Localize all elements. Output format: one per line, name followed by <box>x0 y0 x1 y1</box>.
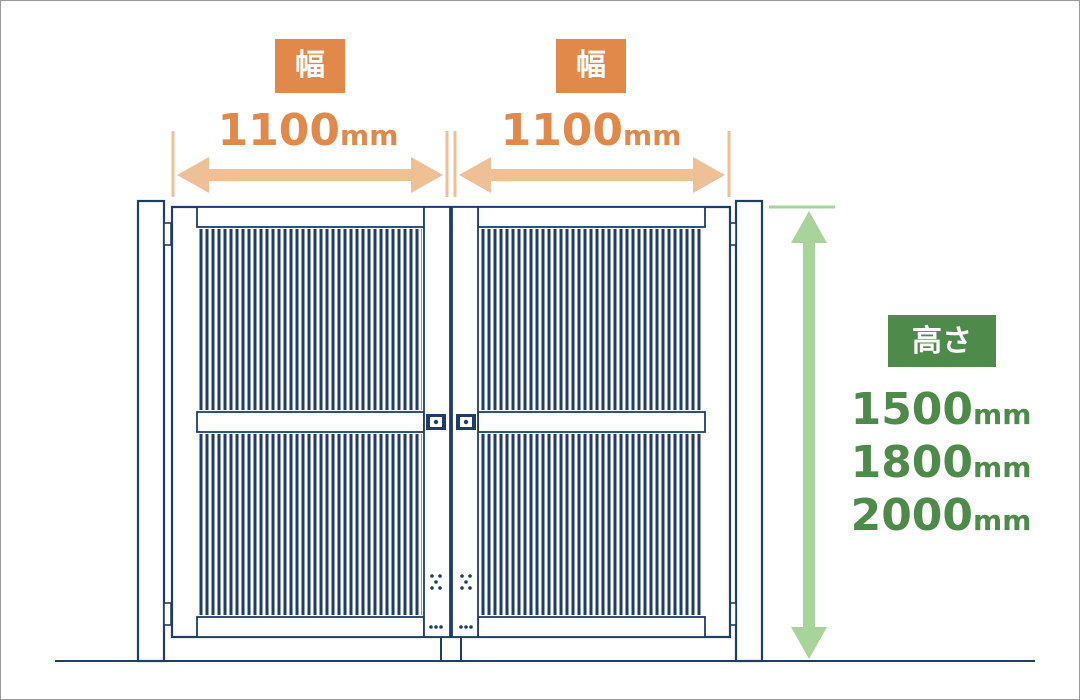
drop-bolt-left <box>429 574 443 629</box>
hinge-left-top <box>163 222 172 246</box>
width-badge-left-bg <box>275 39 345 93</box>
lock-plate-left <box>426 414 446 430</box>
width-value-right: 1100mm <box>501 105 682 156</box>
width-badge-right: 幅 <box>576 48 606 83</box>
width-badge-right-bg <box>556 39 626 93</box>
width-dimension-right <box>453 131 731 197</box>
drop-bolt-right <box>459 574 473 629</box>
height-option-3: 2000mm <box>851 490 1032 541</box>
height-badge: 高さ <box>912 324 972 359</box>
height-dimension <box>769 205 835 659</box>
height-option-1: 1500mm <box>851 384 1032 435</box>
gate-leaf-right <box>450 205 732 639</box>
width-value-left: 1100mm <box>218 105 399 156</box>
left-post <box>136 199 166 663</box>
gate-leaf-left <box>170 205 452 639</box>
width-dimension-left <box>171 131 449 197</box>
width-badge-left: 幅 <box>295 48 325 83</box>
height-badge-bg <box>888 315 996 367</box>
right-post <box>734 199 764 663</box>
height-option-2: 1800mm <box>851 437 1032 488</box>
hinge-left-bottom <box>163 602 172 626</box>
lock-plate-right <box>456 414 476 430</box>
